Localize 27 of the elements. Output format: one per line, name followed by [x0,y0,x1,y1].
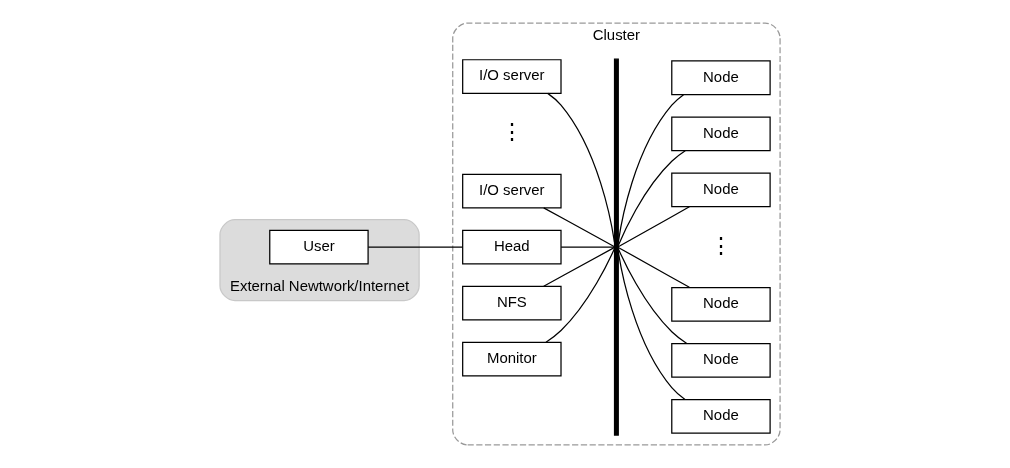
node-box: I/O server [462,59,562,94]
node-box: Monitor [462,341,562,377]
connector [545,248,615,343]
node-box: Node [671,398,771,434]
connector [367,246,464,248]
label: ⋮ [709,232,732,258]
connector [617,246,690,288]
node-box: NFS [462,285,562,321]
node-box: User [269,229,369,265]
connector [547,92,616,243]
node-box: Node [671,286,771,322]
label: ⋮ [500,119,523,145]
connector [617,250,686,401]
node-box: I/O server [462,173,562,209]
node-box: Node [671,60,771,96]
node-bar [613,58,619,436]
node-box: Node [671,116,771,152]
connector [617,94,685,243]
connector [617,206,690,248]
connector [617,150,686,246]
connector [560,246,616,248]
connector [543,247,615,287]
node-box: Node [671,342,771,378]
connector [617,248,688,345]
node-box: Head [462,229,562,265]
node-box: Node [671,172,771,208]
connector [543,207,615,248]
